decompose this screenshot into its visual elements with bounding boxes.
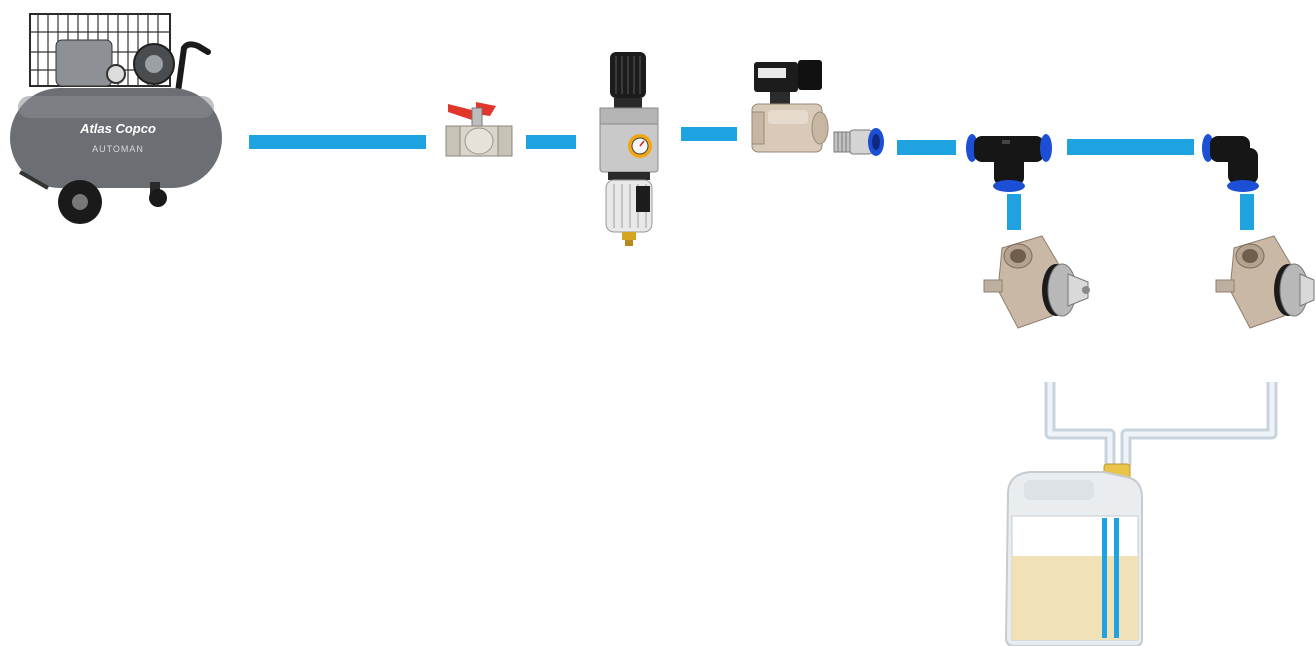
elbow-fitting-icon [1200,128,1264,196]
atomizing-nozzle-2 [1214,230,1316,332]
air-compressor: Atlas Copco AUTOMAN [8,12,224,226]
compressor-model: AUTOMAN [92,144,144,154]
elbow-push-fitting [1200,128,1264,196]
solenoid-valve-icon [748,56,830,160]
ball-valve [442,96,514,160]
nozzle-icon [982,230,1092,332]
ball-valve-icon [442,96,514,160]
push-fitting-icon [832,124,888,160]
compressor-icon: Atlas Copco AUTOMAN [8,12,224,226]
siphon-tubes [1040,378,1290,470]
liquid-canister [1000,464,1146,646]
compressor-brand: Atlas Copco [79,121,156,136]
solenoid-valve [748,56,830,160]
air-line-elbow-to-nozzle-2 [1240,194,1254,230]
air-line-tee-to-nozzle-1 [1007,194,1021,230]
filter-regulator-icon [596,48,662,248]
air-line-regulator-to-solenoid [681,127,737,141]
filter-regulator [596,48,662,248]
tee-push-fitting [962,126,1056,196]
air-line-valve-to-regulator [526,135,576,149]
canister-icon [1000,464,1146,646]
air-line-tee-to-elbow [1067,139,1194,155]
straight-push-fitting [832,124,888,160]
atomizing-nozzle-1 [982,230,1092,332]
tee-fitting-icon [962,126,1056,196]
air-line-compressor-to-valve [249,135,426,149]
nozzle-icon [1214,230,1316,332]
air-line-fitting-to-tee [897,140,956,155]
